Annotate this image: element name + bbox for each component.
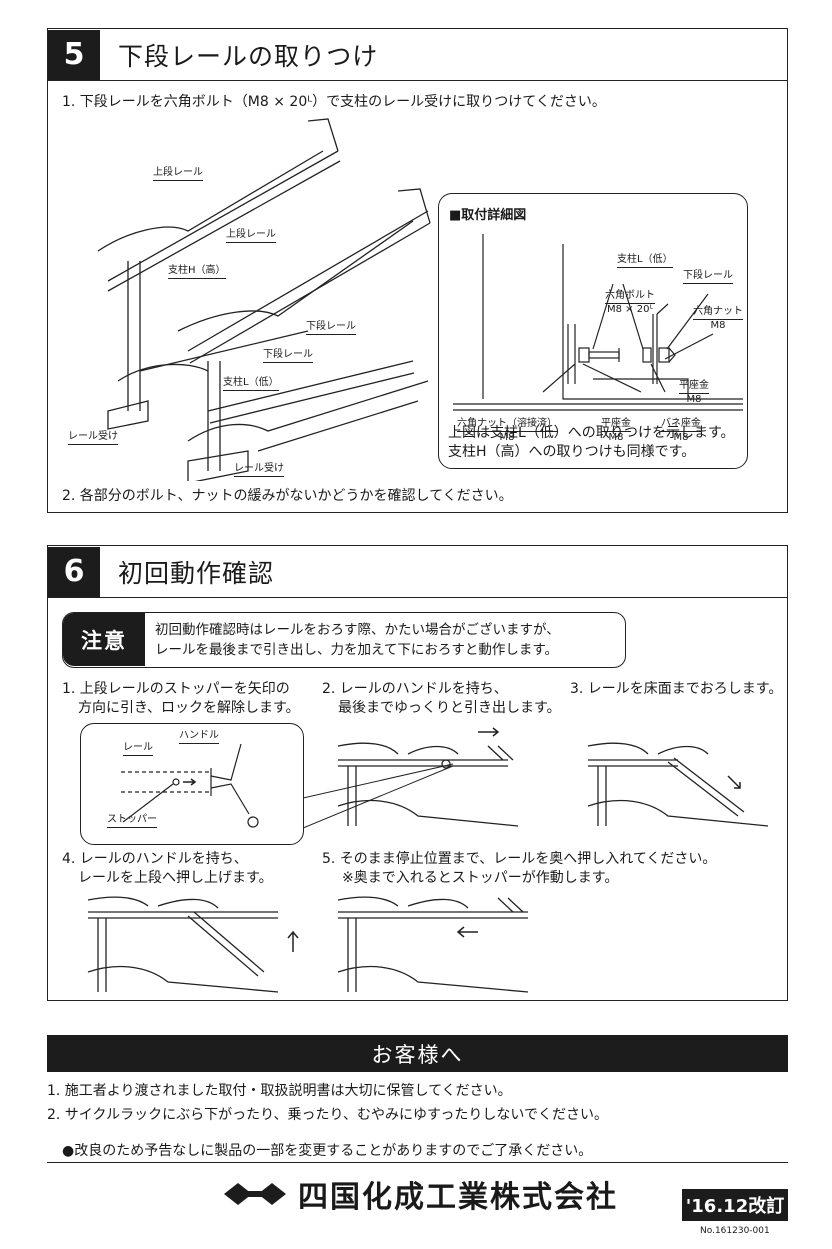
step-4-illustration	[87, 896, 299, 993]
step-5-line-1: 5. そのまま停止位置まで、レールを奥へ押し入れてください。	[322, 851, 717, 867]
caution-box: 注意 初回動作確認時はレールをおろす際、かたい場合がございますが、 レールを最後…	[62, 612, 626, 668]
detail-flat-washer-right-name: 平座金	[679, 380, 709, 394]
customer-line-2: 2. サイクルラックにぶら下がったり、乗ったり、むやみにゆすったりしないでくださ…	[47, 1107, 609, 1123]
label-rail-receiver-1: レール受け	[68, 431, 118, 445]
detail-flat-washer-spec: M8	[608, 432, 624, 443]
label-upper-rail-2: 上段レール	[226, 229, 276, 243]
step-1-line-1: 1. 上段レールのストッパーを矢印の	[62, 681, 290, 697]
label-post-low: 支柱L（低）	[223, 377, 279, 391]
caution-line-2: レールを最後まで引き出し、力を加えて下におろすと動作します。	[155, 642, 558, 658]
detail-welded-nut-name: 六角ナット（溶接済）	[457, 418, 557, 432]
caution-badge: 注意	[63, 613, 145, 666]
step-3-illustration	[587, 742, 769, 827]
detail-flat-washer-right-spec: M8	[686, 394, 702, 405]
section-5-step-1: 1. 下段レールを六角ボルト（M8 × 20ᴸ）で支柱のレール受けに取りつけてく…	[62, 94, 606, 110]
detail-flat-washer-name: 平座金	[601, 418, 631, 432]
section-5: 5 下段レールの取りつけ 1. 下段レールを六角ボルト（M8 × 20ᴸ）で支柱…	[47, 28, 788, 513]
label-lower-rail-1: 下段レール	[306, 321, 356, 335]
detail-spring-washer-name: バネ座金	[661, 418, 701, 432]
zoom-label-stopper: ストッパー	[107, 814, 157, 828]
mounting-detail-diagram	[453, 234, 743, 411]
company-logo: 四国化成工業株式会社	[222, 1172, 618, 1216]
section-6-step-5: 5. そのまま停止位置まで、レールを奥へ押し入れてください。 ※奥まで入れるとス…	[322, 850, 716, 888]
step-4-line-1: 4. レールのハンドルを持ち、	[62, 851, 248, 867]
revision-badge: '16.12改訂	[682, 1189, 788, 1221]
step-5-illustration	[337, 896, 529, 993]
mounting-detail-box: ■取付詳細図 支柱L（低） 六角ボルト	[438, 193, 748, 469]
detail-title: ■取付詳細図	[449, 208, 527, 223]
customer-line-1: 1. 施工者より渡されました取付・取扱説明書は大切に保管してください。	[47, 1083, 512, 1099]
company-name: 四国化成工業株式会社	[298, 1180, 618, 1215]
detail-hex-nut-name: 六角ナット	[693, 306, 743, 320]
label-post-high: 支柱H（高）	[168, 265, 226, 279]
detail-hex-bolt-spec: M8 × 20ᴸ	[607, 304, 653, 315]
section-6-step-1: 1. 上段レールのストッパーを矢印の 方向に引き、ロックを解除します。	[62, 680, 300, 718]
step-2-illustration	[337, 727, 519, 827]
step-2-line-2: 最後までゆっくりと引き出します。	[338, 700, 561, 716]
section-6-step-2: 2. レールのハンドルを持ち、 最後までゆっくりと引き出します。	[322, 680, 561, 718]
section-5-header: 5 下段レールの取りつけ	[48, 29, 787, 81]
detail-label-welded-nut: 六角ナット（溶接済） M8	[457, 418, 557, 444]
section-6-step-4: 4. レールのハンドルを持ち、 レールを上段へ押し上げます。	[62, 850, 273, 888]
detail-note-1: 上図は支柱L（低）への取りつけを示します。	[448, 425, 735, 441]
detail-label-lower-rail: 下段レール	[683, 270, 733, 284]
stopper-zoom-diagram	[121, 743, 259, 828]
detail-label-flat-washer: 平座金 M8	[601, 418, 631, 444]
section-6: 6 初回動作確認 注意 初回動作確認時はレールをおろす際、かたい場合がございます…	[47, 545, 788, 1001]
zoom-label-rail: レール	[123, 742, 153, 756]
caution-line-1: 初回動作確認時はレールをおろす際、かたい場合がございますが、	[155, 622, 560, 638]
zoom-label-handle: ハンドル	[179, 730, 219, 744]
step-2-line-1: 2. レールのハンドルを持ち、	[322, 681, 508, 697]
label-upper-rail-1: 上段レール	[153, 167, 203, 181]
section-6-title: 初回動作確認	[118, 558, 275, 588]
label-lower-rail-2: 下段レール	[263, 349, 313, 363]
section-5-step-2: 2. 各部分のボルト、ナットの緩みがないかどうかを確認してください。	[62, 488, 513, 504]
detail-welded-nut-spec: M8	[499, 432, 515, 443]
footer-rule	[47, 1162, 788, 1163]
section-5-number: 5	[48, 29, 100, 80]
section-6-step-3: 3. レールを床面までおろします。	[570, 681, 783, 697]
section-6-number: 6	[48, 546, 100, 597]
detail-label-spring-washer: バネ座金 M8	[661, 418, 701, 444]
caution-text: 初回動作確認時はレールをおろす際、かたい場合がございますが、 レールを最後まで引…	[155, 620, 560, 660]
diamond-logo-icon	[224, 1183, 286, 1205]
detail-label-hex-bolt: 六角ボルト M8 × 20ᴸ	[605, 290, 655, 316]
step-5-line-2: ※奥まで入れるとストッパーが作動します。	[342, 870, 619, 886]
stopper-zoom-box: ハンドル レール ストッパー	[80, 723, 304, 845]
detail-label-post-low: 支柱L（低）	[617, 254, 673, 268]
customer-notice: ●改良のため予告なしに製品の一部を変更することがありますのでご了承ください。	[62, 1143, 593, 1159]
detail-label-flat-washer-right: 平座金 M8	[679, 380, 709, 406]
customer-title-bar: お客様へ	[47, 1035, 788, 1072]
step-1-line-2: 方向に引き、ロックを解除します。	[78, 700, 300, 716]
detail-hex-bolt-name: 六角ボルト	[605, 290, 655, 304]
document-number: No.161230-001	[700, 1226, 770, 1236]
section-5-title: 下段レールの取りつけ	[118, 41, 379, 71]
rack-illustration	[97, 118, 431, 481]
detail-label-hex-nut: 六角ナット M8	[693, 306, 743, 332]
section-6-header: 6 初回動作確認	[48, 546, 787, 598]
detail-spring-washer-spec: M8	[673, 432, 689, 443]
label-rail-receiver-2: レール受け	[234, 463, 284, 477]
detail-note-2: 支柱H（高）への取りつけも同様です。	[448, 444, 696, 460]
step-4-line-2: レールを上段へ押し上げます。	[78, 870, 273, 886]
detail-hex-nut-spec: M8	[710, 320, 726, 331]
zoom-connector	[303, 763, 454, 829]
